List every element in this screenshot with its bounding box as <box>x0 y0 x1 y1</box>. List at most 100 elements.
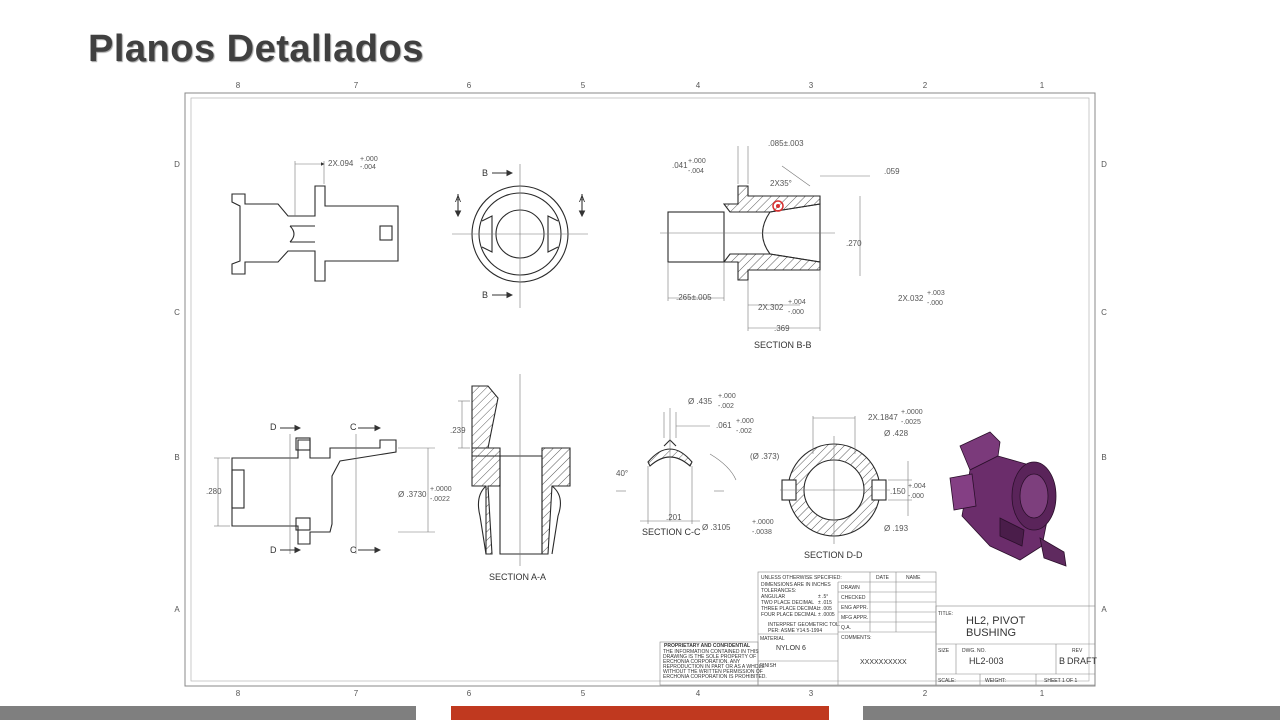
tb-two-place: TWO PLACE DECIMAL <box>761 600 814 606</box>
bottom-bar-left <box>0 706 416 720</box>
label-section-aa: SECTION A-A <box>489 572 546 582</box>
zone-row-label: A <box>1101 605 1107 614</box>
dim-bb-302-tol-plus: +.004 <box>788 299 806 306</box>
cut-letter-a-right: A <box>579 194 585 204</box>
tb-three-place: THREE PLACE DECIMAL <box>761 606 820 612</box>
dim-bb-chamfer: 2X35° <box>770 179 792 188</box>
view-side-top <box>231 161 399 282</box>
title-block-text: UNLESS OTHERWISE SPECIFIED: DIMENSIONS A… <box>663 575 1083 684</box>
cut-letter-a-left: A <box>455 194 461 204</box>
zone-col-label: 1 <box>1040 689 1045 698</box>
tb-mfg-appr: MFG APPR. <box>841 615 868 621</box>
tb-dims-inches: DIMENSIONS ARE IN INCHES <box>761 582 831 588</box>
zone-col-label: 4 <box>696 81 701 90</box>
zone-column-labels-top: 8 7 6 5 4 3 2 1 <box>236 81 1045 90</box>
dim-cc-3105-tol-minus: -.0038 <box>752 529 772 536</box>
tb-material-value: NYLON 6 <box>776 645 806 652</box>
dim-aa-239: .239 <box>450 426 466 435</box>
tb-qa: Q.A. <box>841 625 851 631</box>
dim-dd-428: Ø .428 <box>884 429 909 438</box>
zone-column-labels-bottom: 8 7 6 5 4 3 2 1 <box>236 689 1045 698</box>
zone-row-label: A <box>174 605 180 614</box>
tb-eng-appr: ENG APPR. <box>841 605 868 611</box>
view-front-circle <box>452 164 588 308</box>
zone-row-label: B <box>1101 453 1106 462</box>
dim-cc-40: 40° <box>616 469 628 478</box>
zone-col-label: 4 <box>696 689 701 698</box>
zone-row-label: B <box>174 453 179 462</box>
label-section-cc: SECTION C-C <box>642 527 701 537</box>
engineering-drawing: 8 7 6 5 4 3 2 1 8 7 6 5 4 3 2 1 D C B A … <box>174 81 1107 698</box>
isometric-render <box>949 431 1067 567</box>
zone-col-label: 2 <box>923 689 928 698</box>
tb-checked: CHECKED <box>841 595 866 601</box>
dim-dd-150: .150 <box>890 487 906 496</box>
dim-bb-041: .041 <box>672 161 688 170</box>
tb-angular: ANGULAR <box>761 594 786 600</box>
bottom-bar-right <box>863 706 1280 720</box>
tb-four-place-val: ± .0005 <box>818 612 835 618</box>
tb-weight-label: WEIGHT: <box>985 678 1006 684</box>
tb-scale-label: SCALE: <box>938 678 956 684</box>
dim-cc-435-tol-plus: +.000 <box>718 393 736 400</box>
dim-bb-302-tol-minus: -.000 <box>788 309 804 316</box>
tb-rev-label: REV <box>1072 648 1083 654</box>
tb-name-label: NAME <box>906 575 921 581</box>
tb-proprietary-line4: REPRODUCTION IN PART OR AS A WHOLE <box>663 664 765 670</box>
tb-proprietary-line5: WITHOUT THE WRITTEN PERMISSION OF <box>663 669 763 675</box>
dim-top-left-tol-plus: +.000 <box>360 156 378 163</box>
zone-col-label: 7 <box>354 81 359 90</box>
zone-col-label: 8 <box>236 689 241 698</box>
zone-col-label: 2 <box>923 81 928 90</box>
zone-col-label: 5 <box>581 689 586 698</box>
tb-tolerances: TOLERANCES: <box>761 588 796 594</box>
dim-top-left: 2X.094 <box>328 159 354 168</box>
dim-bb-270: .270 <box>846 239 862 248</box>
slide-title: Planos Detallados <box>88 28 424 70</box>
cursor-indicator <box>772 200 784 212</box>
tb-proprietary-title: PROPRIETARY AND CONFIDENTIAL <box>664 643 750 649</box>
dim-bb-032: 2X.032 <box>898 294 924 303</box>
tb-proprietary-line6: ERCHONIA CORPORATION IS PROHIBITED. <box>663 674 767 680</box>
dim-top-left-tol-minus: -.004 <box>360 164 376 171</box>
view-section-dd <box>780 416 912 544</box>
tb-proprietary-line3: ERCHONIA CORPORATION. ANY <box>663 659 741 665</box>
tb-interpret: INTERPRET GEOMETRIC TOL. <box>768 622 840 628</box>
zone-row-label: D <box>1101 160 1107 169</box>
dim-cc-435: Ø .435 <box>688 397 713 406</box>
dim-bb-369: .369 <box>774 324 790 333</box>
tb-title-line1: HL2, PIVOT <box>966 615 1026 627</box>
dim-bb-041-tol-minus: -.004 <box>688 168 704 175</box>
tb-two-place-val: ± .015 <box>818 600 832 606</box>
zone-row-labels: D C B A D C B A <box>174 160 1107 614</box>
tb-size-value: B <box>1059 656 1065 666</box>
zone-col-label: 8 <box>236 81 241 90</box>
dim-dd-150-tol-minus: -.000 <box>908 493 924 500</box>
tb-proprietary-line1: THE INFORMATION CONTAINED IN THIS <box>663 649 759 655</box>
dim-bl-280: .280 <box>206 487 222 496</box>
tb-comments-value: XXXXXXXXXX <box>860 659 907 666</box>
tb-three-place-val: ± .005 <box>818 606 832 612</box>
cut-letter-b-bottom: B <box>482 290 488 300</box>
sheet-inner-border <box>190 97 1090 682</box>
zone-row-label: D <box>174 160 180 169</box>
view-section-cc <box>616 408 737 524</box>
dim-bb-059: .059 <box>884 167 900 176</box>
label-section-dd: SECTION D-D <box>804 550 863 560</box>
cut-letter-d-top: D <box>270 422 277 432</box>
cursor-indicator-dot <box>776 204 780 208</box>
dim-cc-061-tol-minus: -.002 <box>736 428 752 435</box>
zone-col-label: 3 <box>809 81 814 90</box>
tb-dwg-no-value: HL2-003 <box>969 656 1004 666</box>
dim-cc-061-tol-plus: +.000 <box>736 418 754 425</box>
title-block <box>659 571 1096 686</box>
tb-size-label: SIZE <box>938 648 950 654</box>
dim-cc-3105: Ø .3105 <box>702 523 731 532</box>
dim-cc-3105-tol-plus: +.0000 <box>752 519 774 526</box>
tb-proprietary-line2: DRAWING IS THE SOLE PROPERTY OF <box>663 654 756 660</box>
tb-rev-value: DRAFT <box>1067 656 1097 666</box>
tb-sheet: SHEET 1 OF 1 <box>1044 678 1077 684</box>
dim-cc-201: .201 <box>666 513 682 522</box>
dim-dd-1847: 2X.1847 <box>868 413 898 422</box>
zone-col-label: 3 <box>809 689 814 698</box>
